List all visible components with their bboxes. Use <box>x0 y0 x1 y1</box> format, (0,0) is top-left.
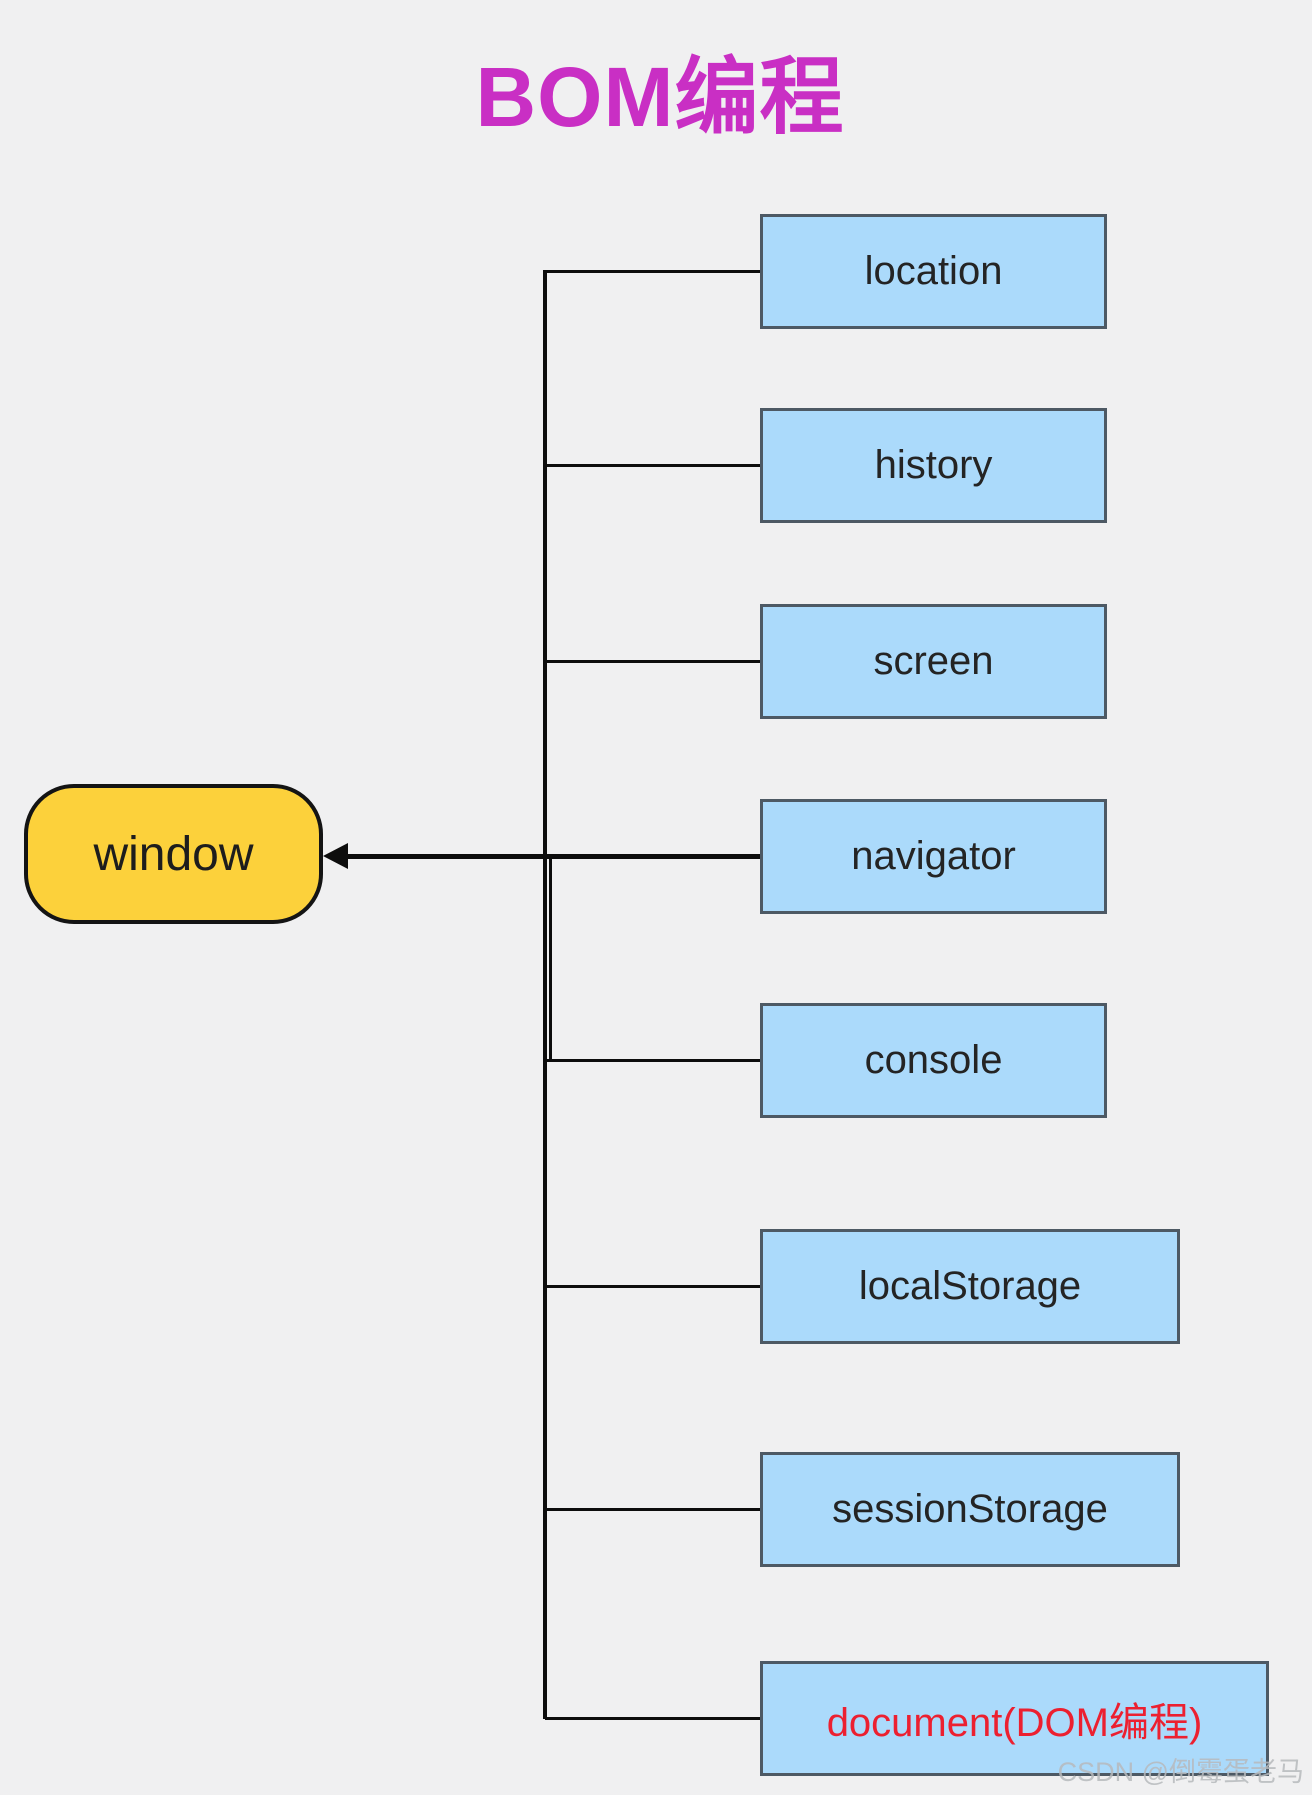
connector-history <box>545 464 760 467</box>
node-localstorage: localStorage <box>760 1229 1180 1344</box>
node-window: window <box>24 784 323 924</box>
trunk-line <box>543 270 547 1719</box>
diagram-title: BOM编程 <box>475 50 845 144</box>
node-navigator: navigator <box>760 799 1107 914</box>
connector-document <box>545 1717 760 1720</box>
node-console: console <box>760 1003 1107 1118</box>
node-history: history <box>760 408 1107 523</box>
connector-sessionstorage <box>545 1508 760 1511</box>
node-document-dom: document(DOM编程) <box>760 1661 1269 1776</box>
connector-localstorage <box>545 1285 760 1288</box>
trunk-line-offset-segment <box>549 856 552 1062</box>
node-sessionstorage: sessionStorage <box>760 1452 1180 1567</box>
node-location: location <box>760 214 1107 329</box>
connector-console <box>545 1059 760 1062</box>
node-screen: screen <box>760 604 1107 719</box>
connector-navigator-to-window <box>344 854 760 859</box>
csdn-watermark: CSDN @倒霉蛋老马 <box>1057 1757 1304 1787</box>
arrowhead-icon <box>323 843 348 869</box>
connector-screen <box>545 660 760 663</box>
connector-location <box>545 270 760 273</box>
